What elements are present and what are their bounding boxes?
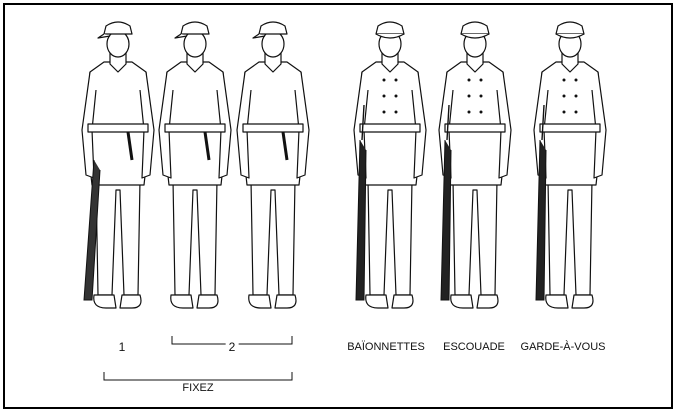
- soldier-figure-1: [81, 21, 155, 309]
- soldier-figure-3: [236, 21, 310, 309]
- soldier-figure-2: [158, 21, 232, 309]
- fixez-bracket: [103, 372, 293, 381]
- squad-label: ESCOUADE: [443, 341, 505, 353]
- fixez-label: FIXEZ: [182, 382, 214, 394]
- soldier-figure-4: [353, 21, 427, 309]
- bayonets-label: BAÏONNETTES: [347, 341, 425, 353]
- illustration-frame: [3, 3, 673, 409]
- step-2-label: 2: [225, 340, 239, 354]
- step-1-label: 1: [118, 340, 126, 354]
- soldier-figure-6: [533, 21, 607, 309]
- attention-label: GARDE-À-VOUS: [520, 341, 606, 353]
- soldier-figure-5: [438, 21, 512, 309]
